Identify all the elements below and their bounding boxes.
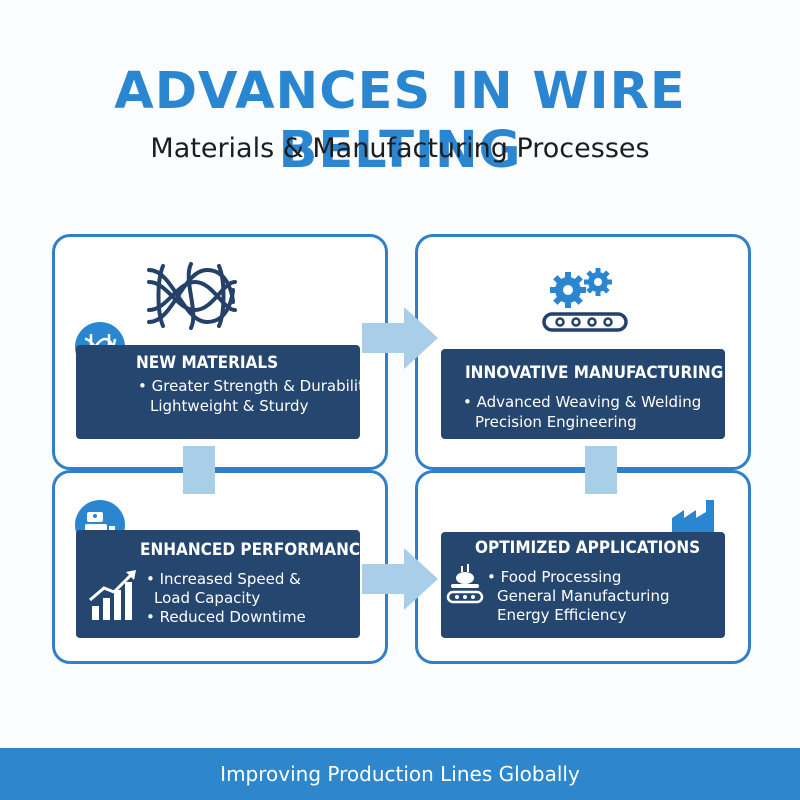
panel-optimized-applications: OPTIMIZED APPLICATIONS • Food Processing…: [441, 532, 725, 638]
arrow-right-top: [362, 307, 438, 369]
card-line: Load Capacity: [154, 589, 261, 607]
growth-chart-icon: [89, 570, 136, 620]
card-line: Lightweight & Sturdy: [150, 397, 309, 415]
card-line: • Greater Strength & Durability: [138, 377, 373, 395]
arrow-right-bottom: [362, 548, 438, 610]
card-line: • Increased Speed &: [146, 570, 301, 588]
connector-manufacturing-applications-mid: [585, 446, 617, 494]
card-title: OPTIMIZED APPLICATIONS: [475, 538, 701, 558]
footer-text: Improving Production Lines Globally: [220, 762, 580, 786]
food-conveyor-icon: [446, 564, 484, 604]
card-title: NEW MATERIALS: [136, 353, 279, 373]
woven-wire-icon: [147, 262, 237, 330]
card-title: INNOVATIVE MANUFACTURING: [465, 363, 724, 383]
footer-bar: Improving Production Lines Globally: [0, 748, 800, 800]
card-line: • Advanced Weaving & Welding: [463, 393, 702, 411]
connector-materials-performance-mid: [183, 446, 215, 494]
card-title: ENHANCED PERFORMANCE: [140, 540, 371, 560]
card-line: Precision Engineering: [475, 413, 637, 431]
card-line: General Manufacturing: [497, 587, 670, 605]
page-subtitle: Materials & Manufacturing Processes: [150, 133, 650, 164]
factory-icon: [672, 500, 714, 540]
panel-enhanced-performance: ENHANCED PERFORMANCE • Increased Speed &…: [76, 530, 371, 638]
card-line: Energy Efficiency: [497, 606, 627, 624]
page-title: ADVANCES IN WIRE BELTING: [114, 62, 686, 180]
panel-innovative-manufacturing: INNOVATIVE MANUFACTURING • Advanced Weav…: [441, 349, 725, 439]
gears-conveyor-icon: [542, 268, 628, 332]
card-line: • Food Processing: [487, 568, 622, 586]
panel-new-materials: NEW MATERIALS • Greater Strength & Durab…: [76, 345, 373, 439]
card-line: • Reduced Downtime: [146, 608, 306, 626]
